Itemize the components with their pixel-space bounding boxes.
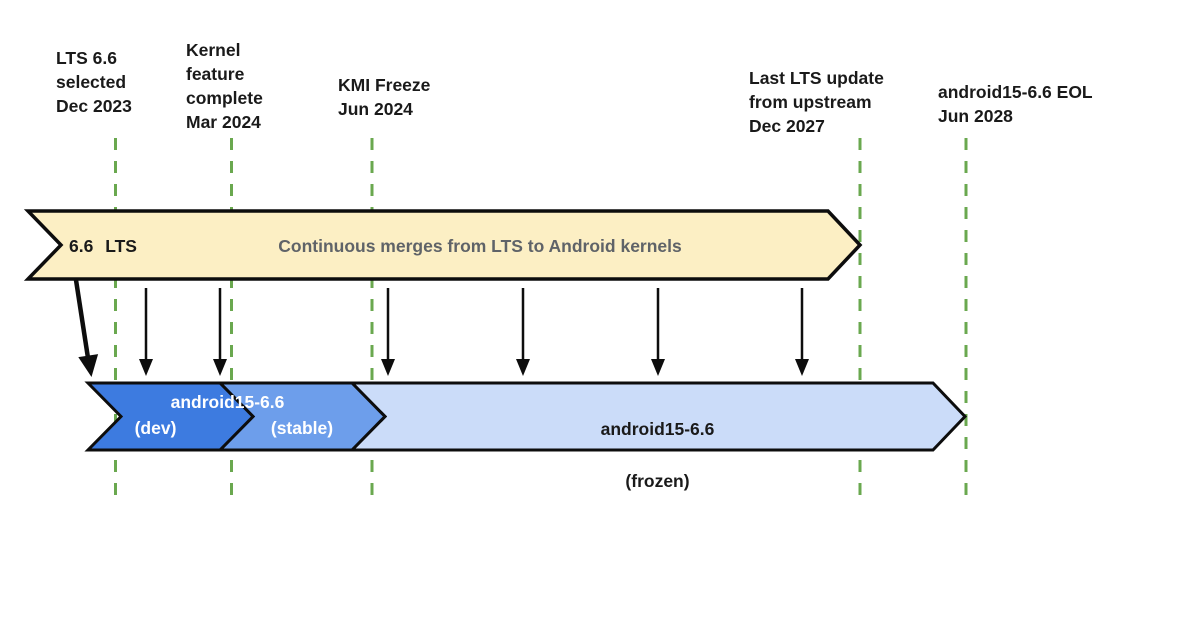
branch-dev-stage: (dev) (134, 418, 177, 438)
branch-frozen-stage: (frozen) (625, 471, 690, 491)
merge-arrow (651, 288, 665, 376)
lts-to-dev-arrow (73, 279, 99, 377)
milestone-label-feature-complete: Kernel feature complete Mar 2024 (186, 40, 263, 132)
branch-dev-title: android15-6.6 (170, 392, 285, 412)
branch-frozen-title: android15-6.6 (600, 419, 715, 439)
milestone-label-lts-selected: LTS 6.6 selected Dec 2023 (56, 48, 132, 116)
merge-arrow (139, 288, 153, 376)
merge-arrows (139, 288, 809, 376)
branch-stable-stage: (stable) (270, 418, 334, 438)
lts-banner-shape (23, 209, 863, 281)
milestone-label-eol: android15-6.6 EOL Jun 2028 (938, 82, 1093, 126)
merge-arrow (516, 288, 530, 376)
merge-arrow (213, 288, 227, 376)
merge-arrow (381, 288, 395, 376)
branch-frozen-label: android15-6.6 (frozen) (500, 390, 815, 520)
lts-banner-description: Continuous merges from LTS to Android ke… (278, 236, 682, 256)
lts-banner-version: 6.6 LTS (69, 236, 137, 256)
merge-arrow (795, 288, 809, 376)
milestone-label-last-lts-update: Last LTS update from upstream Dec 2027 (749, 68, 884, 136)
milestone-label-kmi-freeze: KMI Freeze Jun 2024 (338, 75, 431, 119)
branch-dev-shape (84, 381, 256, 452)
